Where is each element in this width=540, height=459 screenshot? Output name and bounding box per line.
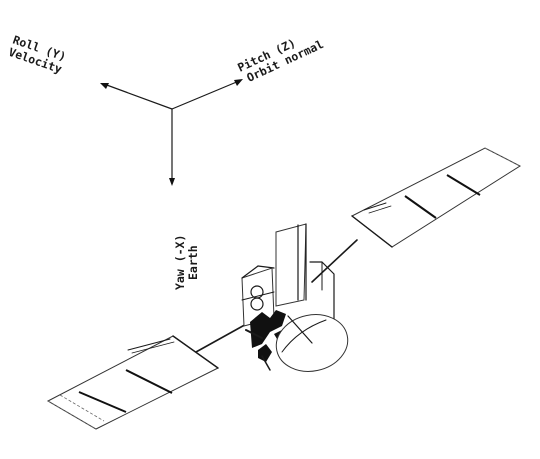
yaw-arrow-head-icon — [169, 178, 175, 186]
yaw-label-line2: Earth — [186, 245, 200, 280]
yaw-label: Yaw (-X) Earth — [173, 235, 200, 290]
dish-antenna — [275, 314, 349, 372]
roll-axis-line — [103, 83, 173, 110]
solar-array-upper — [311, 147, 522, 283]
roll-arrow-head-icon — [100, 83, 109, 89]
pitch-label: Pitch (Z) Orbit normal — [235, 36, 325, 85]
axis-triad — [100, 79, 243, 186]
pitch-arrow-head-icon — [234, 79, 243, 86]
yaw-label-line1: Yaw (-X) — [173, 235, 187, 290]
satellite-icon — [46, 147, 522, 430]
roll-label: Roll (Y) Velocity — [7, 33, 68, 77]
solar-array-lower — [46, 321, 251, 430]
pitch-axis-line — [171, 80, 240, 110]
